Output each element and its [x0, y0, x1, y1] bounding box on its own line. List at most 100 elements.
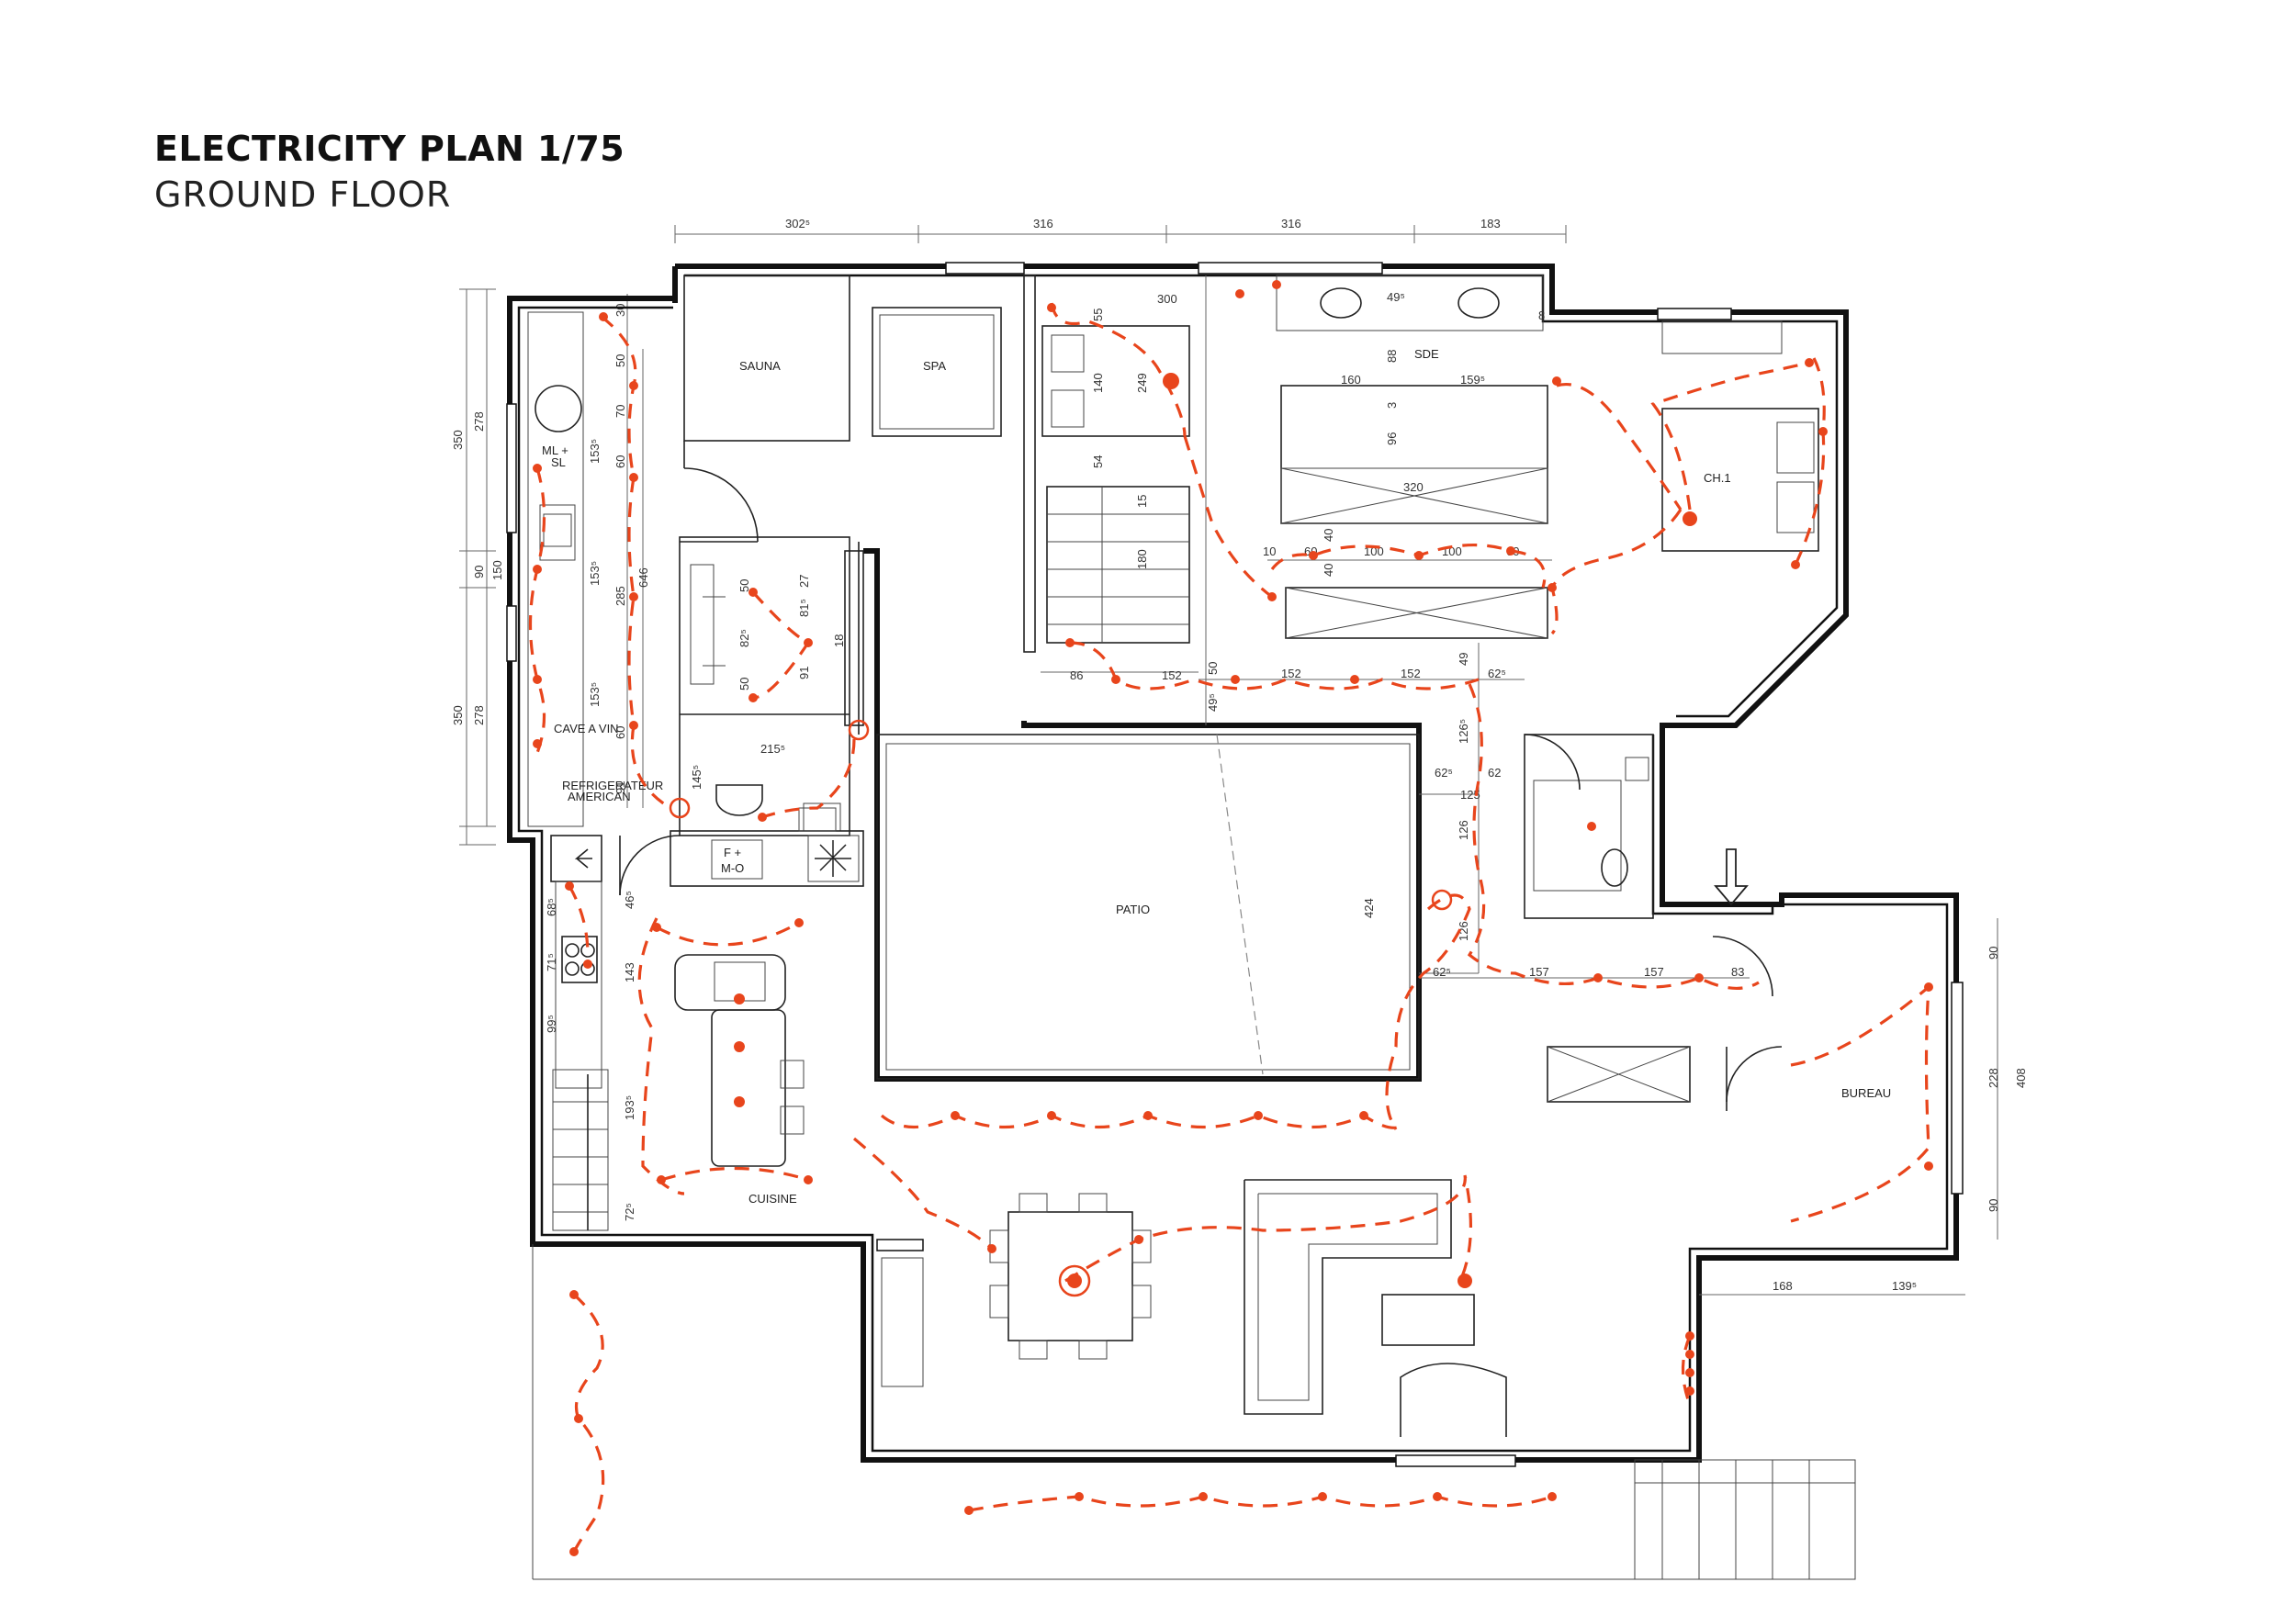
dim-label: 62⁵ [1433, 965, 1451, 979]
dim-label: 193⁵ [623, 1095, 636, 1120]
kitchen-cabinets: ML + SL CAVE A VIN REFRIGERATEUR AMERICA… [527, 311, 663, 1231]
room-label-cuisine: CUISINE [748, 1192, 797, 1206]
dim-label: 49 [1457, 653, 1470, 666]
dim-label: 150 [490, 560, 504, 580]
stairs-bedroom: 86 152 300 55 140 249 54 15 180 50 49⁵ [1023, 275, 1220, 725]
label-fridge-american: AMERICAN [568, 790, 631, 803]
dim-label: 40 [1322, 564, 1335, 577]
bureau: BUREAU 90 228 408 90 168 139⁵ [1699, 918, 2028, 1296]
dim-label: 96 [1385, 432, 1399, 445]
dining-living [532, 1179, 1856, 1580]
dim-label: 143 [623, 962, 636, 982]
dim-label: 50 [737, 678, 751, 690]
hall-dims: 152 152 49 62⁵ 126⁵ 62⁵ 62 125 126 126 6… [1199, 643, 1750, 979]
dim-label: 408 [2014, 1068, 2028, 1088]
exterior-walls [506, 262, 1964, 1467]
dim-label: 350 [451, 430, 465, 450]
dim-label: 316 [1033, 217, 1053, 230]
dim-label: 126 [1457, 820, 1470, 840]
dim-label: 152 [1162, 668, 1182, 682]
dim-label: 249 [1135, 373, 1149, 393]
dim-label: 153⁵ [588, 439, 602, 464]
dim-label: 50 [737, 579, 751, 592]
dim-label: 8 [1538, 309, 1545, 322]
sde-bathroom: SDE 49⁵ 8 88 160 159⁵ 3 96 320 10 60 40 … [1263, 275, 1552, 639]
dim-label: 30 [613, 304, 627, 317]
dim-label: 215⁵ [760, 742, 785, 756]
dim-label: 300 [1157, 292, 1177, 306]
left-bathroom: 50 27 81⁵ 18 82⁵ 91 50 215⁵ 145⁵ [619, 536, 864, 896]
left-dimension-chain: 350 278 90 150 350 278 30 50 70 60 153⁵ … [451, 288, 650, 846]
label-cave: CAVE A VIN [554, 722, 619, 735]
label-ml: ML + [542, 443, 568, 457]
room-label-sde: SDE [1414, 347, 1439, 361]
dim-label: 152 [1281, 667, 1301, 680]
dim-label: 27 [797, 575, 811, 588]
dim-label: 140 [1091, 373, 1105, 393]
sauna-spa-zone: SAUNA SPA [680, 275, 1002, 543]
dim-label: 153⁵ [588, 561, 602, 586]
dim-label: 15 [1135, 495, 1149, 508]
dim-label: 71⁵ [545, 953, 558, 971]
dim-label: 70 [613, 405, 627, 418]
dim-label: 88 [1385, 350, 1399, 363]
dim-label: 62⁵ [1488, 667, 1506, 680]
dim-label: 316 [1281, 217, 1301, 230]
dim-label: 180 [1135, 549, 1149, 569]
dim-label: 49⁵ [1206, 693, 1220, 712]
dim-label: 60 [613, 455, 627, 468]
dim-label: 145⁵ [690, 765, 703, 790]
dim-label: 302⁵ [785, 217, 810, 230]
label-fmo-2: M-O [721, 861, 744, 875]
dim-label: 160 [1341, 373, 1361, 387]
electrical-circuits [528, 302, 1930, 1553]
dim-label: 320 [1403, 480, 1424, 494]
dim-label: 86 [1070, 668, 1083, 682]
kitchen-island: F + M-O CUISINE 46⁵ 143 193⁵ 72⁵ [623, 807, 864, 1221]
room-label-ch1: CH.1 [1704, 471, 1731, 485]
dim-label: 350 [451, 705, 465, 725]
dim-label: 139⁵ [1892, 1279, 1917, 1293]
dim-label: 126⁵ [1457, 719, 1470, 744]
electrical-points [533, 280, 1933, 1556]
dim-label: 3 [1385, 402, 1399, 409]
label-sl: SL [551, 455, 566, 469]
dim-label: 83 [1731, 965, 1744, 979]
dim-label: 159⁵ [1460, 373, 1485, 387]
room-label-spa: SPA [923, 359, 946, 373]
dim-label: 40 [1322, 529, 1335, 542]
room-label-sauna: SAUNA [739, 359, 781, 373]
dim-label: 90 [1986, 1199, 2000, 1212]
dim-label: 152 [1401, 667, 1421, 680]
dim-label: 18 [832, 634, 846, 647]
dim-label: 157 [1529, 965, 1549, 979]
dim-label: 72⁵ [623, 1203, 636, 1221]
plan-subtitle: GROUND FLOOR [154, 174, 452, 215]
dim-label: 90 [472, 566, 486, 578]
label-fridge: REFRIGERATEUR [562, 779, 663, 792]
dim-label: 424 [1362, 898, 1376, 918]
dim-label: 46⁵ [623, 891, 636, 909]
dim-label: 285 [613, 586, 627, 606]
dim-label: 50 [613, 354, 627, 367]
dim-label: 126 [1457, 921, 1470, 941]
dim-label: 153⁵ [588, 682, 602, 707]
dim-label: 62 [1488, 766, 1501, 780]
dim-label: 183 [1480, 217, 1501, 230]
dim-label: 81⁵ [797, 599, 811, 617]
dim-label: 228 [1986, 1068, 2000, 1088]
dim-label: 91 [613, 781, 627, 794]
dim-label: 50 [1206, 662, 1220, 675]
top-dimension-chain: 302⁵ 316 316 183 [674, 217, 1567, 243]
patio-walls: PATIO 424 [863, 548, 1479, 1082]
dim-label: 646 [636, 567, 650, 588]
dim-label: 99⁵ [545, 1015, 558, 1033]
dim-label: 168 [1773, 1279, 1793, 1293]
dim-label: 157 [1644, 965, 1664, 979]
label-fmo: F + [724, 846, 741, 859]
dim-label: 54 [1091, 455, 1105, 468]
wc-entry [1524, 734, 1783, 1111]
dim-label: 49⁵ [1387, 290, 1405, 304]
dim-label: 55 [1091, 309, 1105, 321]
